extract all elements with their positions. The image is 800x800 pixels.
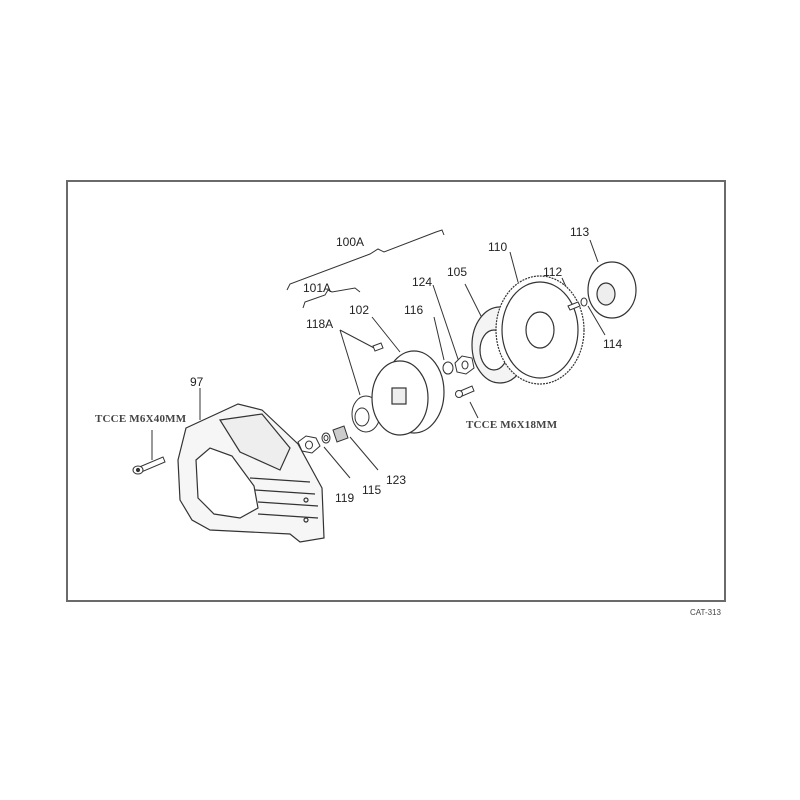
o-ring-114 xyxy=(580,297,588,307)
part-label-110: 110 xyxy=(488,240,508,254)
screw-m6x40 xyxy=(132,456,166,475)
nut-119 xyxy=(297,435,321,454)
pin-112 xyxy=(567,301,581,311)
part-label-119: 119 xyxy=(335,491,355,505)
part-label-124: 124 xyxy=(412,275,433,289)
part-label-115: 115 xyxy=(362,483,382,497)
washer-116 xyxy=(442,361,454,375)
washer-115 xyxy=(321,432,331,444)
screw-label-m6x18: TCCE M6X18MM xyxy=(466,419,558,431)
diagram-frame xyxy=(66,180,726,602)
hub-113 xyxy=(587,261,637,319)
part-label-123: 123 xyxy=(386,473,407,487)
pin-118A xyxy=(372,342,384,352)
housing-cover-97 xyxy=(177,403,325,543)
screw-m6x18 xyxy=(455,385,475,398)
part-label-113: 113 xyxy=(570,225,590,239)
screw-label-m6x40: TCCE M6X40MM xyxy=(95,413,187,425)
brace-100A xyxy=(286,229,445,291)
part-label-105: 105 xyxy=(447,265,468,279)
group-label-101A: 101A xyxy=(303,281,332,295)
part-label-112: 112 xyxy=(543,265,563,279)
brace-101A xyxy=(302,287,361,309)
group-label-100A: 100A xyxy=(336,235,365,249)
ring-gear-110 xyxy=(495,275,585,385)
needle-bearing-123 xyxy=(332,425,349,443)
part-label-118A: 118A xyxy=(306,317,334,331)
nut-124 xyxy=(454,355,475,375)
part-label-116: 116 xyxy=(404,303,424,317)
catalog-code: CAT-313 xyxy=(690,608,721,617)
part-label-97: 97 xyxy=(190,375,204,389)
clutch-pulley-102 xyxy=(371,350,445,436)
part-label-114: 114 xyxy=(603,337,623,351)
part-label-102: 102 xyxy=(349,303,370,317)
